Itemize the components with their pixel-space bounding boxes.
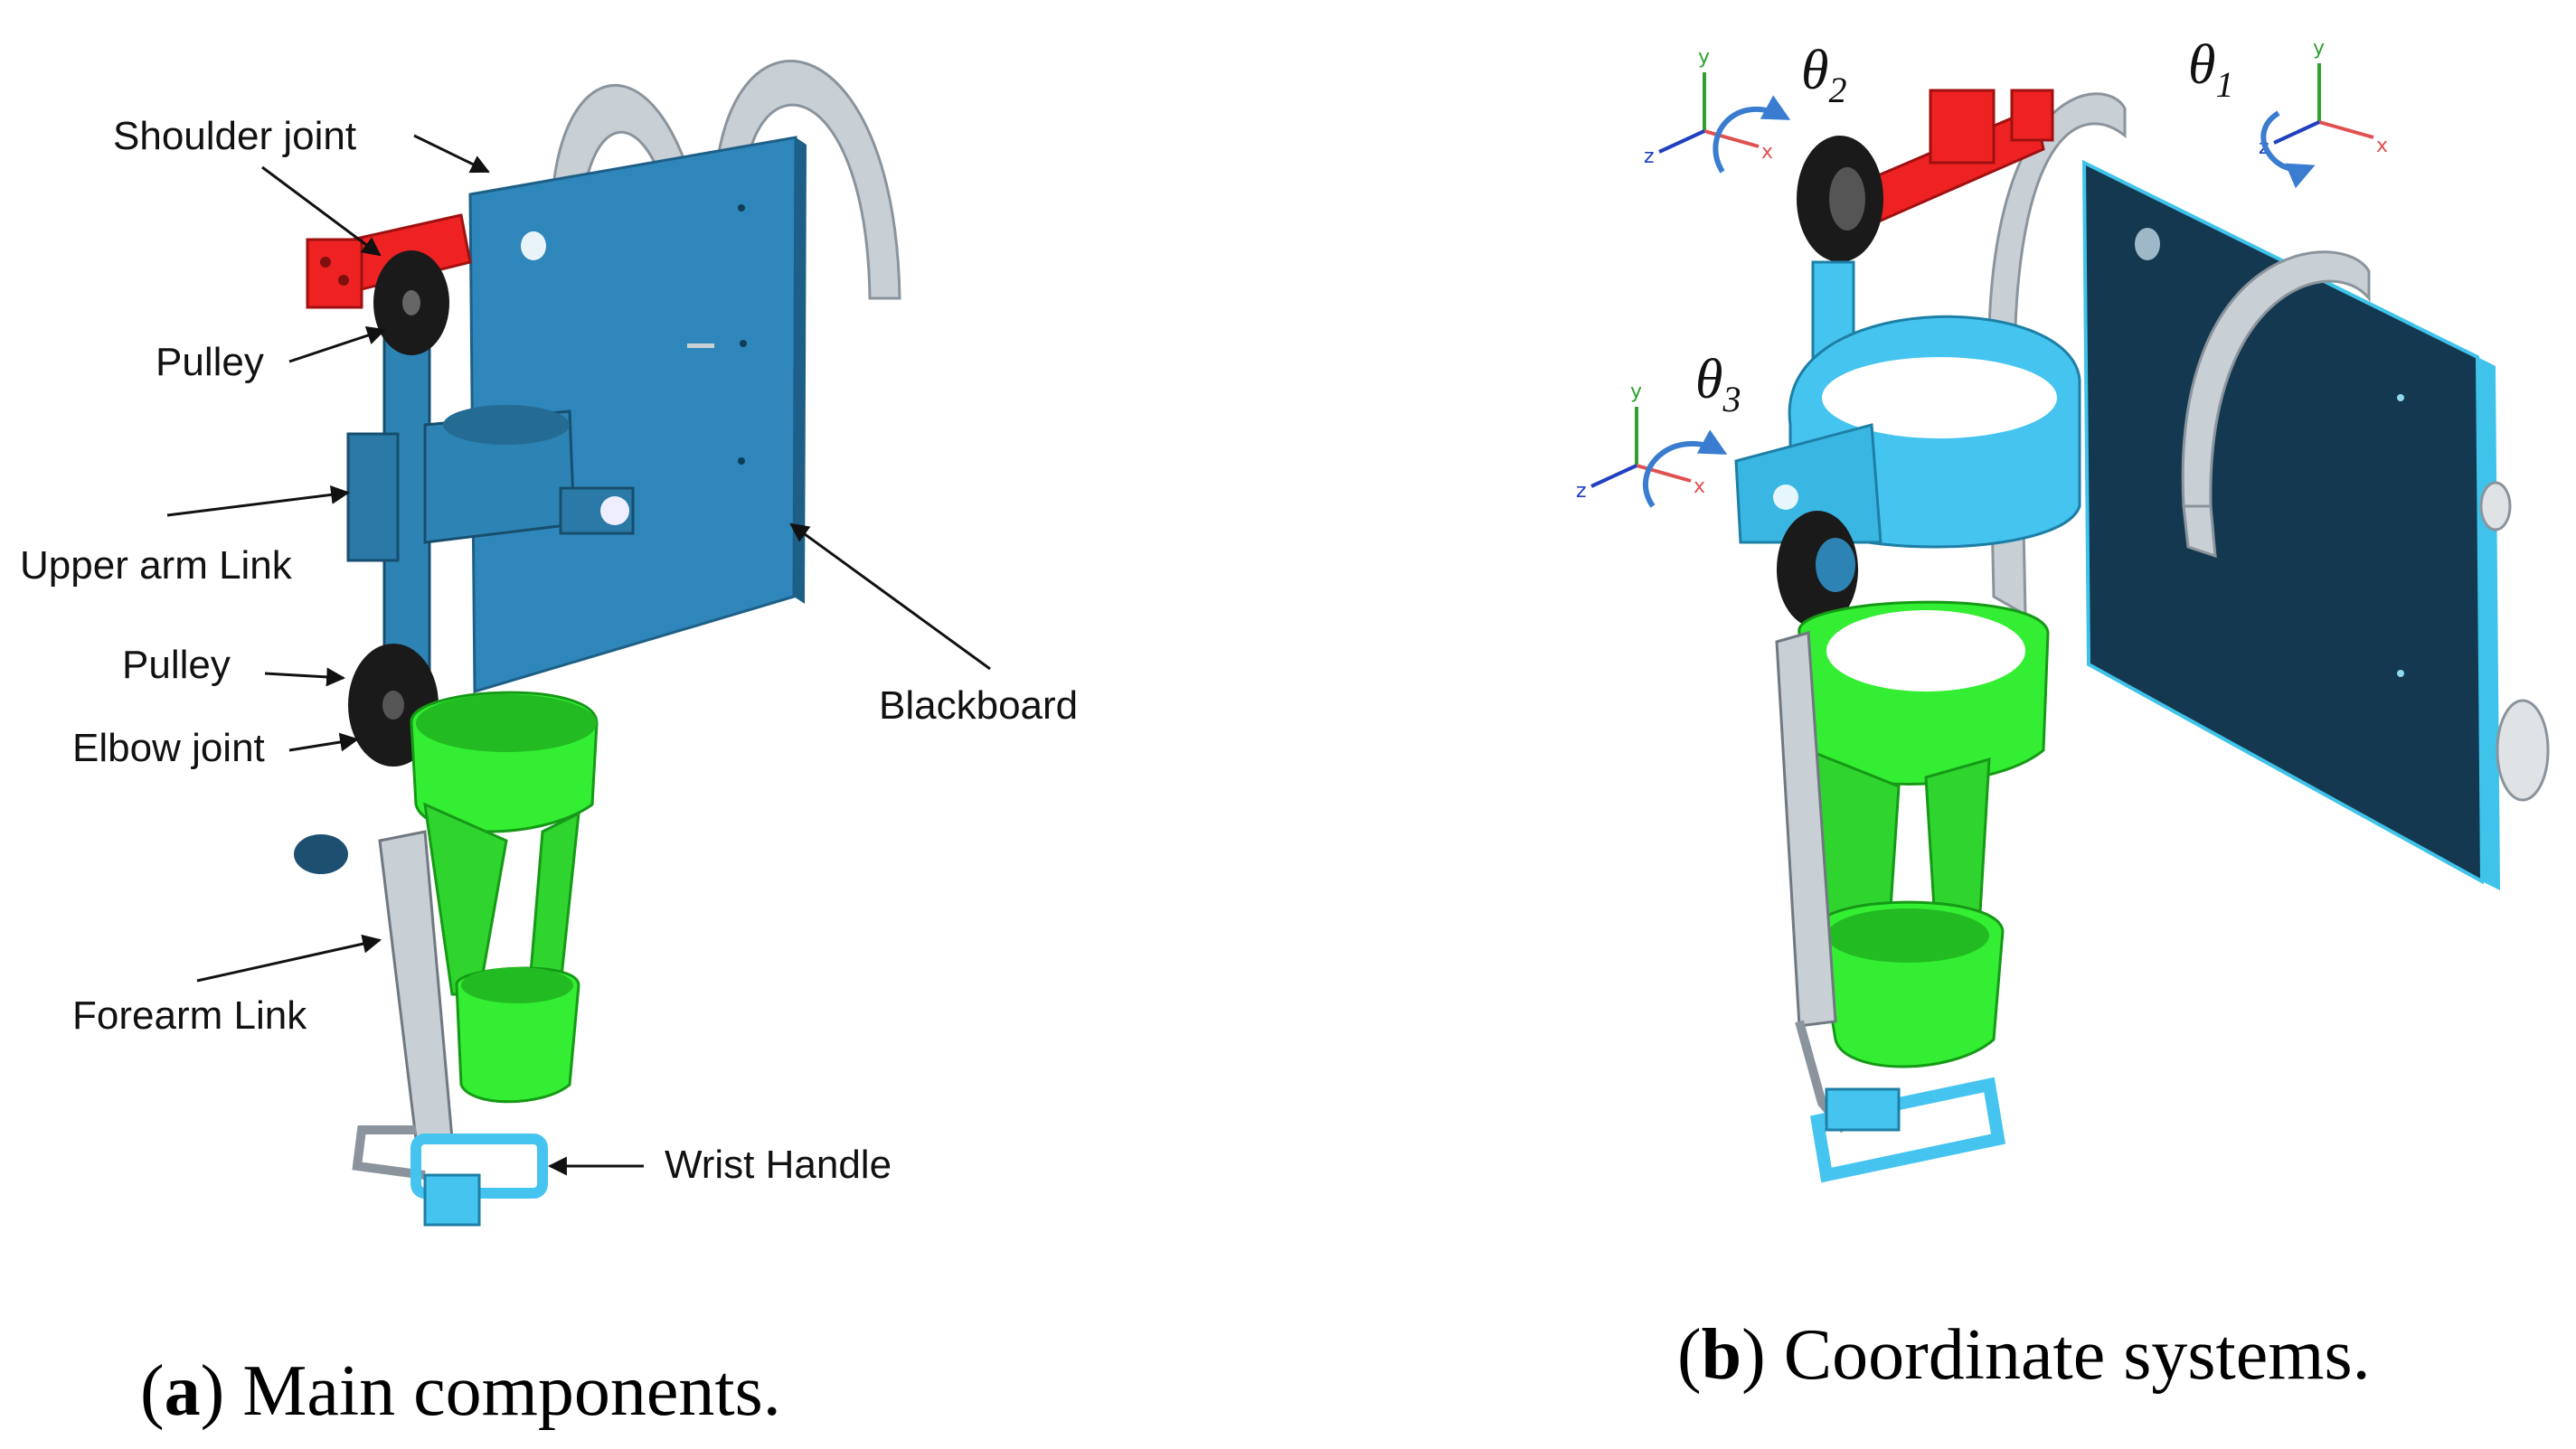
caption-b-letter: b xyxy=(1702,1315,1742,1395)
axis-z-label-3: z xyxy=(1576,480,1587,503)
label-shoulder-joint: Shoulder joint xyxy=(113,114,356,158)
label-elbow-joint: Elbow joint xyxy=(72,726,265,770)
axis-z-label-2: z xyxy=(1644,146,1655,168)
exoskeleton-model-b xyxy=(1734,89,2550,1183)
caption-b: (b) Coordinate systems. xyxy=(1677,1315,2371,1395)
axis-triad-3 xyxy=(1590,407,1692,488)
pulley-top-part xyxy=(373,250,449,355)
exoskeleton-model-a xyxy=(294,60,901,1227)
axis-y-label-1: y xyxy=(2313,37,2325,60)
rotation-arrow-1 xyxy=(2260,110,2316,189)
caption-a: (a) Main components. xyxy=(140,1351,781,1431)
label-pulley-bottom: Pulley xyxy=(122,643,231,687)
forearm-link-part-b xyxy=(1798,600,2050,1068)
axis-x-label-1: x xyxy=(2376,135,2388,157)
axis-triad-2 xyxy=(1658,72,1760,154)
label-pulley-top: Pulley xyxy=(156,340,264,384)
axis-y-label-3: y xyxy=(1630,381,1642,403)
upper-arm-link-part xyxy=(346,306,635,689)
frame-theta3: y x z θ3 xyxy=(1576,349,1741,508)
rotation-arrow-3 xyxy=(1643,429,1728,508)
panel-a: Shoulder joint Pulley Upper arm Link Pul… xyxy=(20,60,1078,1431)
theta-3-label: θ3 xyxy=(1695,349,1741,419)
pulley-bottom-part-b xyxy=(1777,511,1858,628)
blackboard-plate xyxy=(468,136,807,694)
shoulder-joint-part xyxy=(306,213,472,309)
frame-theta2: y x z θ2 xyxy=(1644,40,1846,174)
axis-x-label-2: x xyxy=(1761,141,1773,164)
label-upper-arm-link: Upper arm Link xyxy=(20,543,293,588)
label-wrist-handle: Wrist Handle xyxy=(665,1143,892,1187)
axis-x-label-3: x xyxy=(1694,475,1705,498)
theta-1-label: θ1 xyxy=(2188,34,2233,105)
axis-triad-1 xyxy=(2273,63,2374,145)
panel-b: y x z θ2 y x z θ1 y xyxy=(1576,34,2550,1395)
rotation-arrow-2 xyxy=(1713,95,1791,174)
pulley-top-part-b xyxy=(1797,136,1883,262)
wrist-handle-part xyxy=(410,1134,548,1227)
frame-theta1: y x z θ1 xyxy=(2188,34,2388,189)
forearm-link-part xyxy=(410,691,599,1104)
label-forearm-link: Forearm Link xyxy=(72,993,307,1038)
theta-2-label: θ2 xyxy=(1801,40,1846,110)
pointer-arrows-a xyxy=(166,134,991,1176)
caption-a-text: Main components. xyxy=(224,1351,780,1431)
axis-y-label-2: y xyxy=(1698,46,1710,69)
caption-a-letter: a xyxy=(165,1351,201,1431)
wrist-handle-part-b xyxy=(1809,1077,2006,1183)
upper-arm-cuff-part-b xyxy=(1734,260,2081,549)
blackboard-back xyxy=(2081,159,2550,890)
forearm-rail-part xyxy=(294,830,454,1180)
label-blackboard: Blackboard xyxy=(879,683,1078,728)
shoulder-joint-part-b xyxy=(1843,89,2054,233)
caption-b-text: Coordinate systems. xyxy=(1766,1315,2371,1395)
